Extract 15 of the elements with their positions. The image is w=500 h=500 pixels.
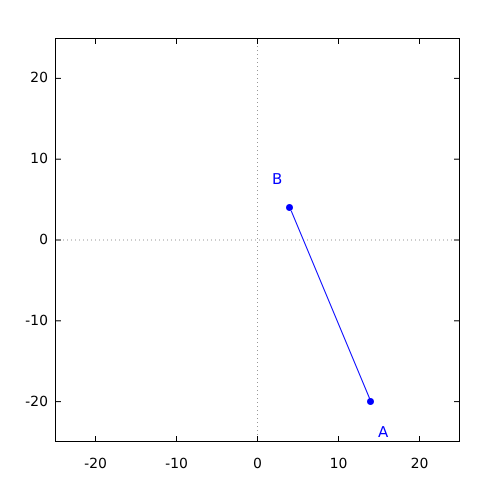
point-label: A (378, 424, 388, 440)
axis-tick-label: -20 (25, 394, 48, 410)
line-segment (290, 210, 370, 399)
axis-tick-label: 0 (39, 232, 48, 248)
point-marker (367, 398, 374, 406)
axis-tick-label: 20 (410, 456, 428, 472)
axis-tick-label: -20 (84, 456, 107, 472)
axis-tick-label: -10 (165, 456, 188, 472)
axis-tick-label: 10 (30, 151, 48, 168)
axis-tick-label: -10 (25, 312, 48, 329)
axis-tick-label: 20 (30, 70, 48, 86)
point-marker (286, 204, 294, 212)
axis-tick-label: 10 (330, 456, 348, 472)
point-label: B (272, 171, 282, 187)
axis-tick-label: 0 (253, 456, 262, 472)
